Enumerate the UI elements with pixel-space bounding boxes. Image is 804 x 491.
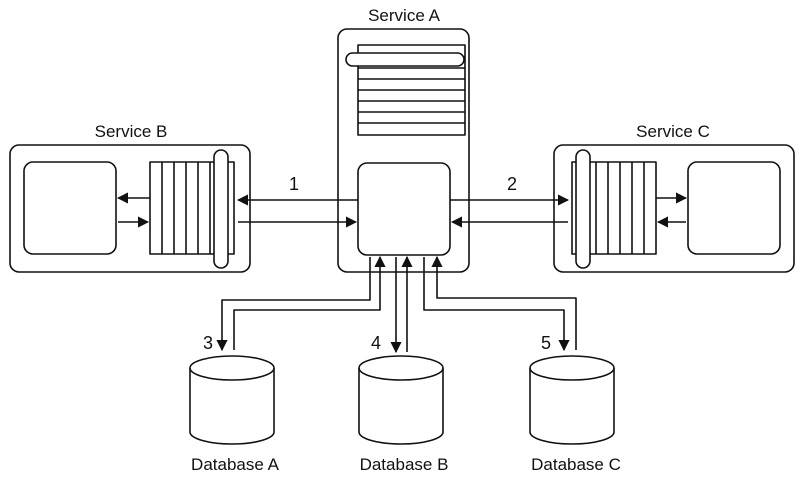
service-a-processor — [357, 162, 451, 256]
service-b-processor — [23, 161, 117, 255]
connector-1-label: 1 — [289, 174, 299, 194]
service-c-label: Service C — [636, 122, 710, 141]
database-c-icon — [529, 355, 615, 445]
connector-5-arrow-to-a — [431, 255, 577, 350]
service-b — [9, 144, 251, 273]
service-b-queue — [149, 149, 235, 269]
connector-5-arrow-to-db — [423, 257, 570, 352]
service-a-queue — [345, 44, 466, 136]
service-c-queue — [571, 149, 657, 269]
service-a-frame — [337, 28, 470, 273]
connector-3-arrow-to-db — [216, 257, 371, 352]
service-c-frame — [553, 144, 795, 273]
connector-4-label: 4 — [371, 333, 381, 353]
database-b-icon — [358, 355, 444, 445]
database-c-label: Database C — [531, 455, 621, 474]
database-a-label: Database A — [191, 455, 280, 474]
database-b-label: Database B — [360, 455, 449, 474]
service-b-frame — [9, 144, 251, 273]
connector-5-label: 5 — [541, 333, 551, 353]
service-c — [553, 144, 795, 273]
service-a-label: Service A — [368, 6, 440, 25]
connector-2-label: 2 — [507, 174, 517, 194]
service-b-label: Service B — [95, 122, 168, 141]
service-a — [337, 28, 470, 273]
database-a-icon — [189, 355, 275, 445]
connector-3-arrow-to-a — [233, 255, 386, 350]
service-c-processor — [687, 161, 781, 255]
connector-3-label: 3 — [203, 333, 213, 353]
